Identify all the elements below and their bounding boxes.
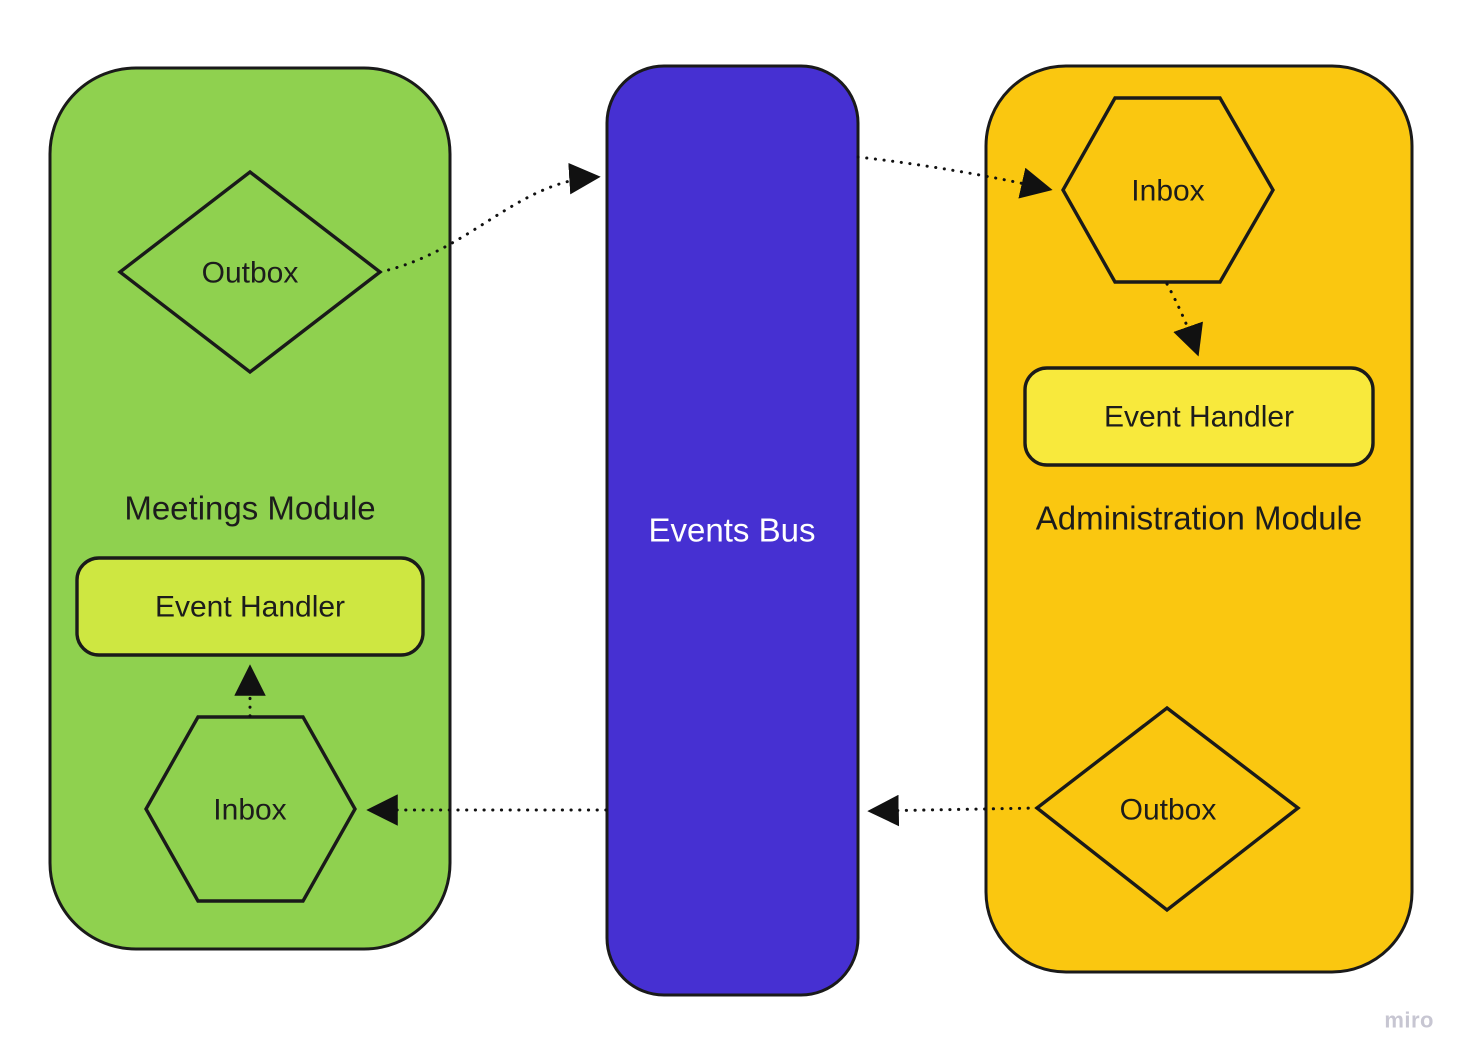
meetings-module-title: Meetings Module bbox=[124, 490, 375, 527]
connector-administration-outbox-to-events-bus[interactable] bbox=[867, 794, 1039, 827]
miro-watermark: miro bbox=[1384, 1008, 1434, 1033]
administration-inbox-label: Inbox bbox=[1131, 175, 1204, 208]
meetings-outbox-shape[interactable] bbox=[117, 169, 383, 375]
administration-module-title: Administration Module bbox=[1036, 500, 1363, 537]
meetings-event-handler-shape[interactable] bbox=[75, 556, 425, 657]
meetings-inbox-shape[interactable] bbox=[144, 715, 357, 903]
administration-module-container[interactable] bbox=[984, 64, 1414, 974]
administration-event-handler-label: Event Handler bbox=[1104, 401, 1294, 434]
administration-inbox-shape[interactable] bbox=[1061, 96, 1275, 284]
connector-meetings-outbox-to-events-bus[interactable] bbox=[378, 162, 601, 274]
meetings-event-handler-label: Event Handler bbox=[155, 591, 345, 624]
administration-outbox-shape[interactable] bbox=[1034, 705, 1301, 913]
connector-administration-inbox-to-event-handler[interactable] bbox=[1165, 282, 1203, 357]
administration-event-handler-shape[interactable] bbox=[1023, 366, 1375, 467]
events-bus-container[interactable] bbox=[605, 64, 860, 997]
administration-outbox-label: Outbox bbox=[1120, 794, 1217, 827]
meetings-outbox-label: Outbox bbox=[202, 257, 299, 290]
meetings-inbox-label: Inbox bbox=[213, 794, 286, 827]
connector-events-bus-to-administration-inbox[interactable] bbox=[856, 155, 1053, 199]
events-bus-title: Events Bus bbox=[649, 512, 816, 549]
